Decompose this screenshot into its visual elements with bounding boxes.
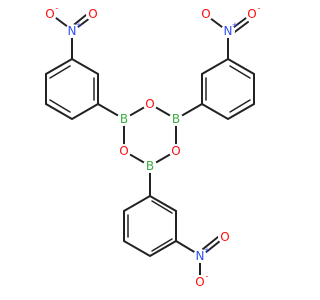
ring-upper-right: [201, 57, 255, 121]
atom-boron-1: B: [120, 112, 128, 126]
atom-oxygen-nitro-2b: O: [247, 7, 256, 21]
charge-oxygen-nitro-2b: -: [258, 4, 261, 13]
charge-oxygen-nitro-1a: -: [56, 4, 59, 13]
atom-oxygen-nitro-3b: O: [195, 275, 204, 289]
ring-upper-right-double-3: [229, 99, 251, 113]
atom-oxygen-nitro-2a: O: [201, 7, 210, 21]
atom-oxygen-2: O: [171, 144, 180, 158]
bond-n3-o-right: [204, 240, 221, 254]
atom-nitrogen-3: N: [196, 249, 205, 263]
ring-upper-left-double-2: [49, 65, 71, 79]
molecule-structure: B O B O B O N + O - O N + O O - N + O: [43, 4, 261, 289]
charge-nitrogen-3: +: [204, 246, 211, 255]
ring-upper-left-double-3: [49, 99, 71, 113]
atoms-layer: B O B O B O N + O - O N + O O - N + O: [43, 4, 261, 289]
atom-oxygen-3: O: [119, 144, 128, 158]
ring-bottom-double-2: [151, 238, 173, 252]
atom-nitrogen-1: N: [68, 24, 77, 38]
atom-nitrogen-2: N: [224, 24, 233, 38]
bond-n3-o-right-double: [202, 236, 219, 250]
atom-boron-3: B: [146, 159, 154, 173]
charge-nitrogen-1: +: [76, 21, 83, 30]
ring-bottom: [123, 194, 177, 258]
charge-oxygen-nitro-3b: -: [206, 272, 209, 281]
atom-oxygen-nitro-3a: O: [220, 230, 229, 244]
ring-upper-right-double-2: [229, 65, 251, 79]
ring-upper-left: [45, 57, 99, 121]
atom-oxygen-nitro-1a: O: [45, 7, 54, 21]
ring-bottom-double-3: [151, 200, 173, 214]
atom-boron-2: B: [172, 112, 180, 126]
atom-oxygen-nitro-1b: O: [88, 7, 97, 21]
charge-nitrogen-2: +: [232, 21, 239, 30]
atom-oxygen-1: O: [145, 97, 154, 111]
bond-aryl3-nitro: [175, 240, 197, 254]
